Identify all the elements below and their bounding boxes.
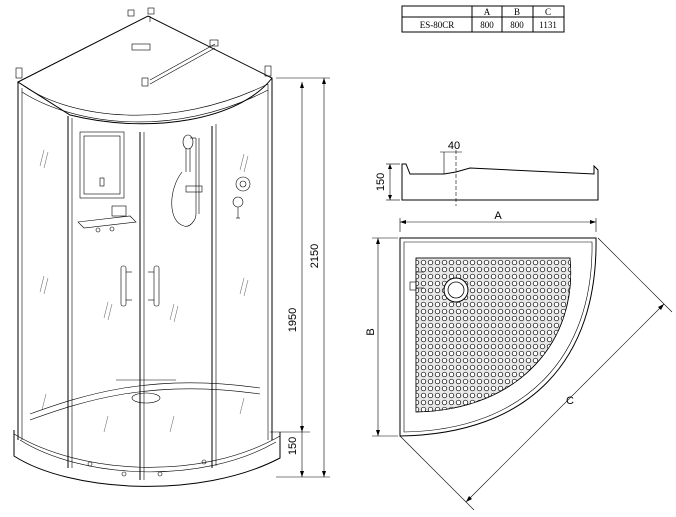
total-height-label: 2150 (309, 244, 321, 268)
tray-top-view: A B C (365, 210, 673, 511)
spec-value-b: 800 (510, 20, 524, 30)
tray-depth-label: B (365, 328, 377, 335)
tray-diagonal-label: C (566, 395, 574, 407)
height-dimensions: 2150 1950 150 (270, 77, 330, 478)
shower-cabin-view (13, 7, 281, 487)
spec-header-b: B (514, 7, 520, 17)
door-handles (120, 265, 160, 307)
spec-header-c: C (545, 7, 551, 17)
cabin-height-label: 1950 (287, 308, 299, 332)
tray-drain-depth-label: 40 (448, 140, 460, 152)
back-panel-mirror (79, 131, 125, 199)
cabin-base-tray (13, 430, 281, 487)
roof-light-icon (131, 43, 151, 51)
spec-table: A B C ES-80CR 800 800 1131 (401, 5, 565, 33)
tray-width-label: A (494, 210, 502, 222)
mixer-tap-icon (232, 176, 251, 219)
shelf (77, 215, 137, 229)
spec-header-a: A (484, 7, 491, 17)
tray-profile-height-label: 150 (375, 173, 387, 191)
shower-head-icon (171, 134, 203, 227)
spec-model: ES-80CR (420, 20, 455, 30)
tray-profile-view: 150 40 (375, 140, 599, 206)
spec-value-a: 800 (480, 20, 494, 30)
tray-height-label: 150 (287, 437, 299, 455)
tray-drain-icon (443, 277, 469, 303)
spec-value-c: 1131 (539, 20, 557, 30)
cabin-roof (16, 15, 273, 125)
drain-icon (131, 392, 161, 404)
glass-reflections (39, 149, 249, 433)
